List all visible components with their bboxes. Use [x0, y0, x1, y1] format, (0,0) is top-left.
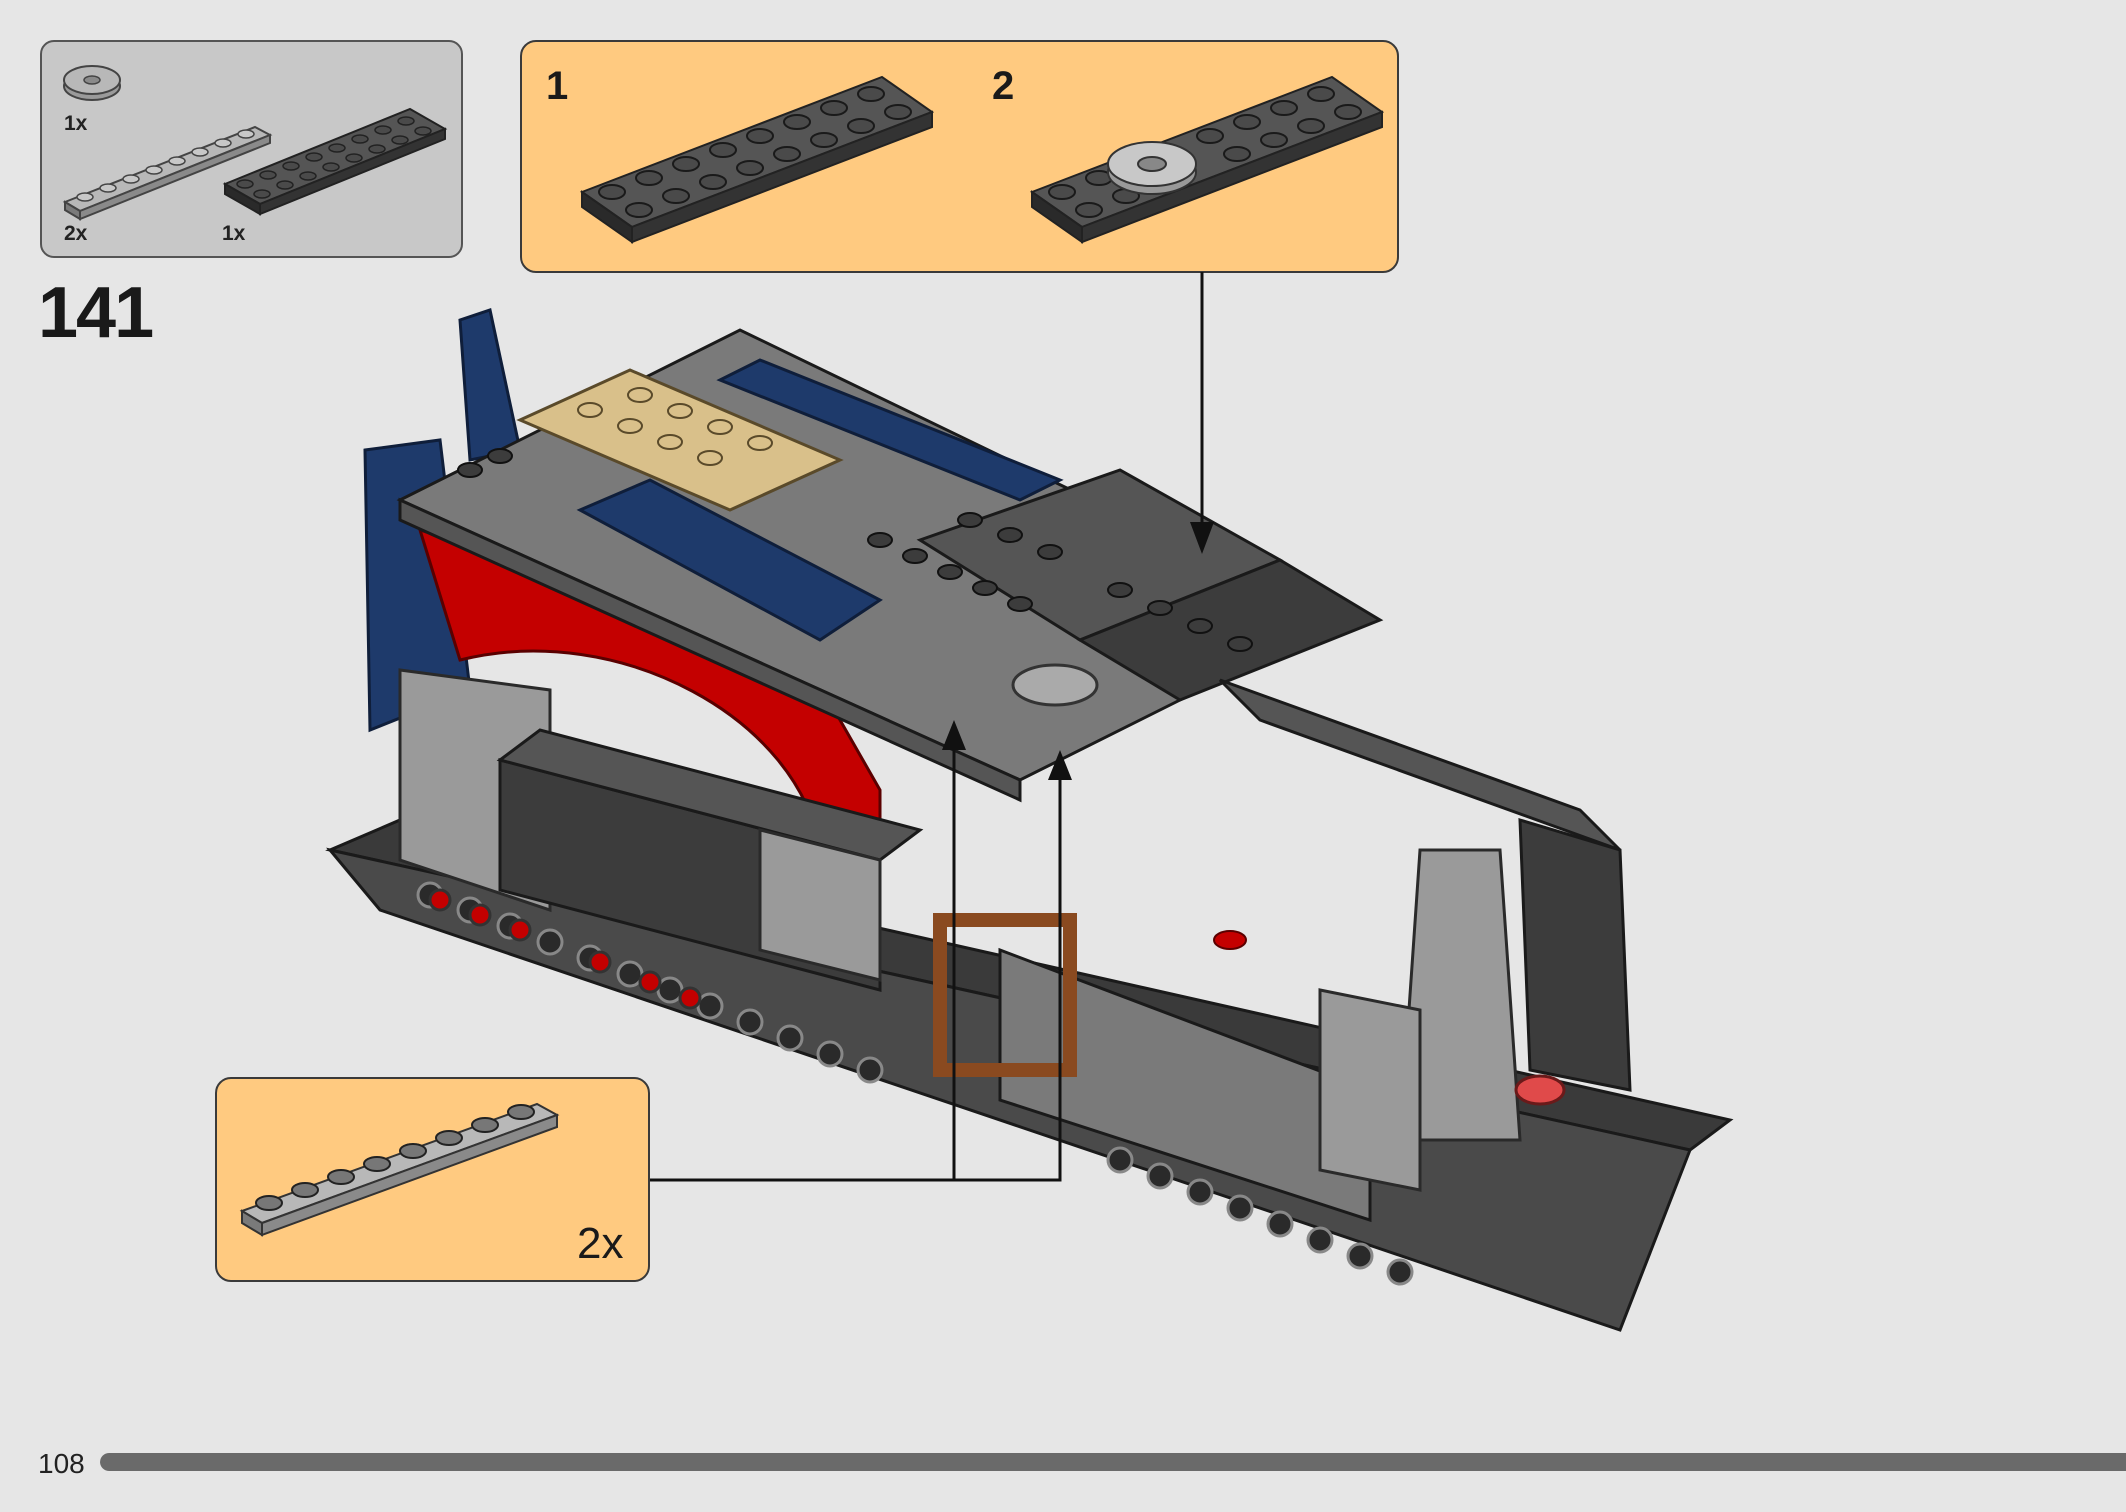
plate-2x8-substep-1 — [579, 75, 935, 244]
step-number: 141 — [38, 273, 154, 353]
plate-1x8-icon — [62, 125, 273, 221]
part-qty: 1x — [64, 112, 88, 135]
page-progress-bar — [100, 1453, 2126, 1471]
parts-callout-bottom: 2x — [215, 1077, 650, 1282]
part-qty: 1x — [222, 222, 246, 245]
plate-2x8-icon — [222, 107, 448, 216]
placement-arrow-top — [1190, 272, 1214, 554]
page-number: 108 — [38, 1448, 85, 1479]
part-qty: 2x — [64, 222, 88, 245]
round-tile-icon — [63, 65, 121, 101]
model-assembly-illustration — [325, 308, 1734, 1332]
substep-label: 2 — [992, 64, 1015, 108]
placement-arrows-bottom — [648, 720, 1072, 1182]
substep-label: 1 — [546, 64, 569, 108]
quantity-multiplier: 2x — [577, 1219, 624, 1268]
substep-callout: 1 2 — [520, 40, 1399, 273]
plate-1x8-callout-icon — [239, 1102, 560, 1237]
parts-list-box: 1x 2x 1x — [40, 40, 463, 258]
plate-2x8-substep-2 — [1029, 75, 1385, 244]
page-progress-fill — [100, 1453, 2126, 1471]
